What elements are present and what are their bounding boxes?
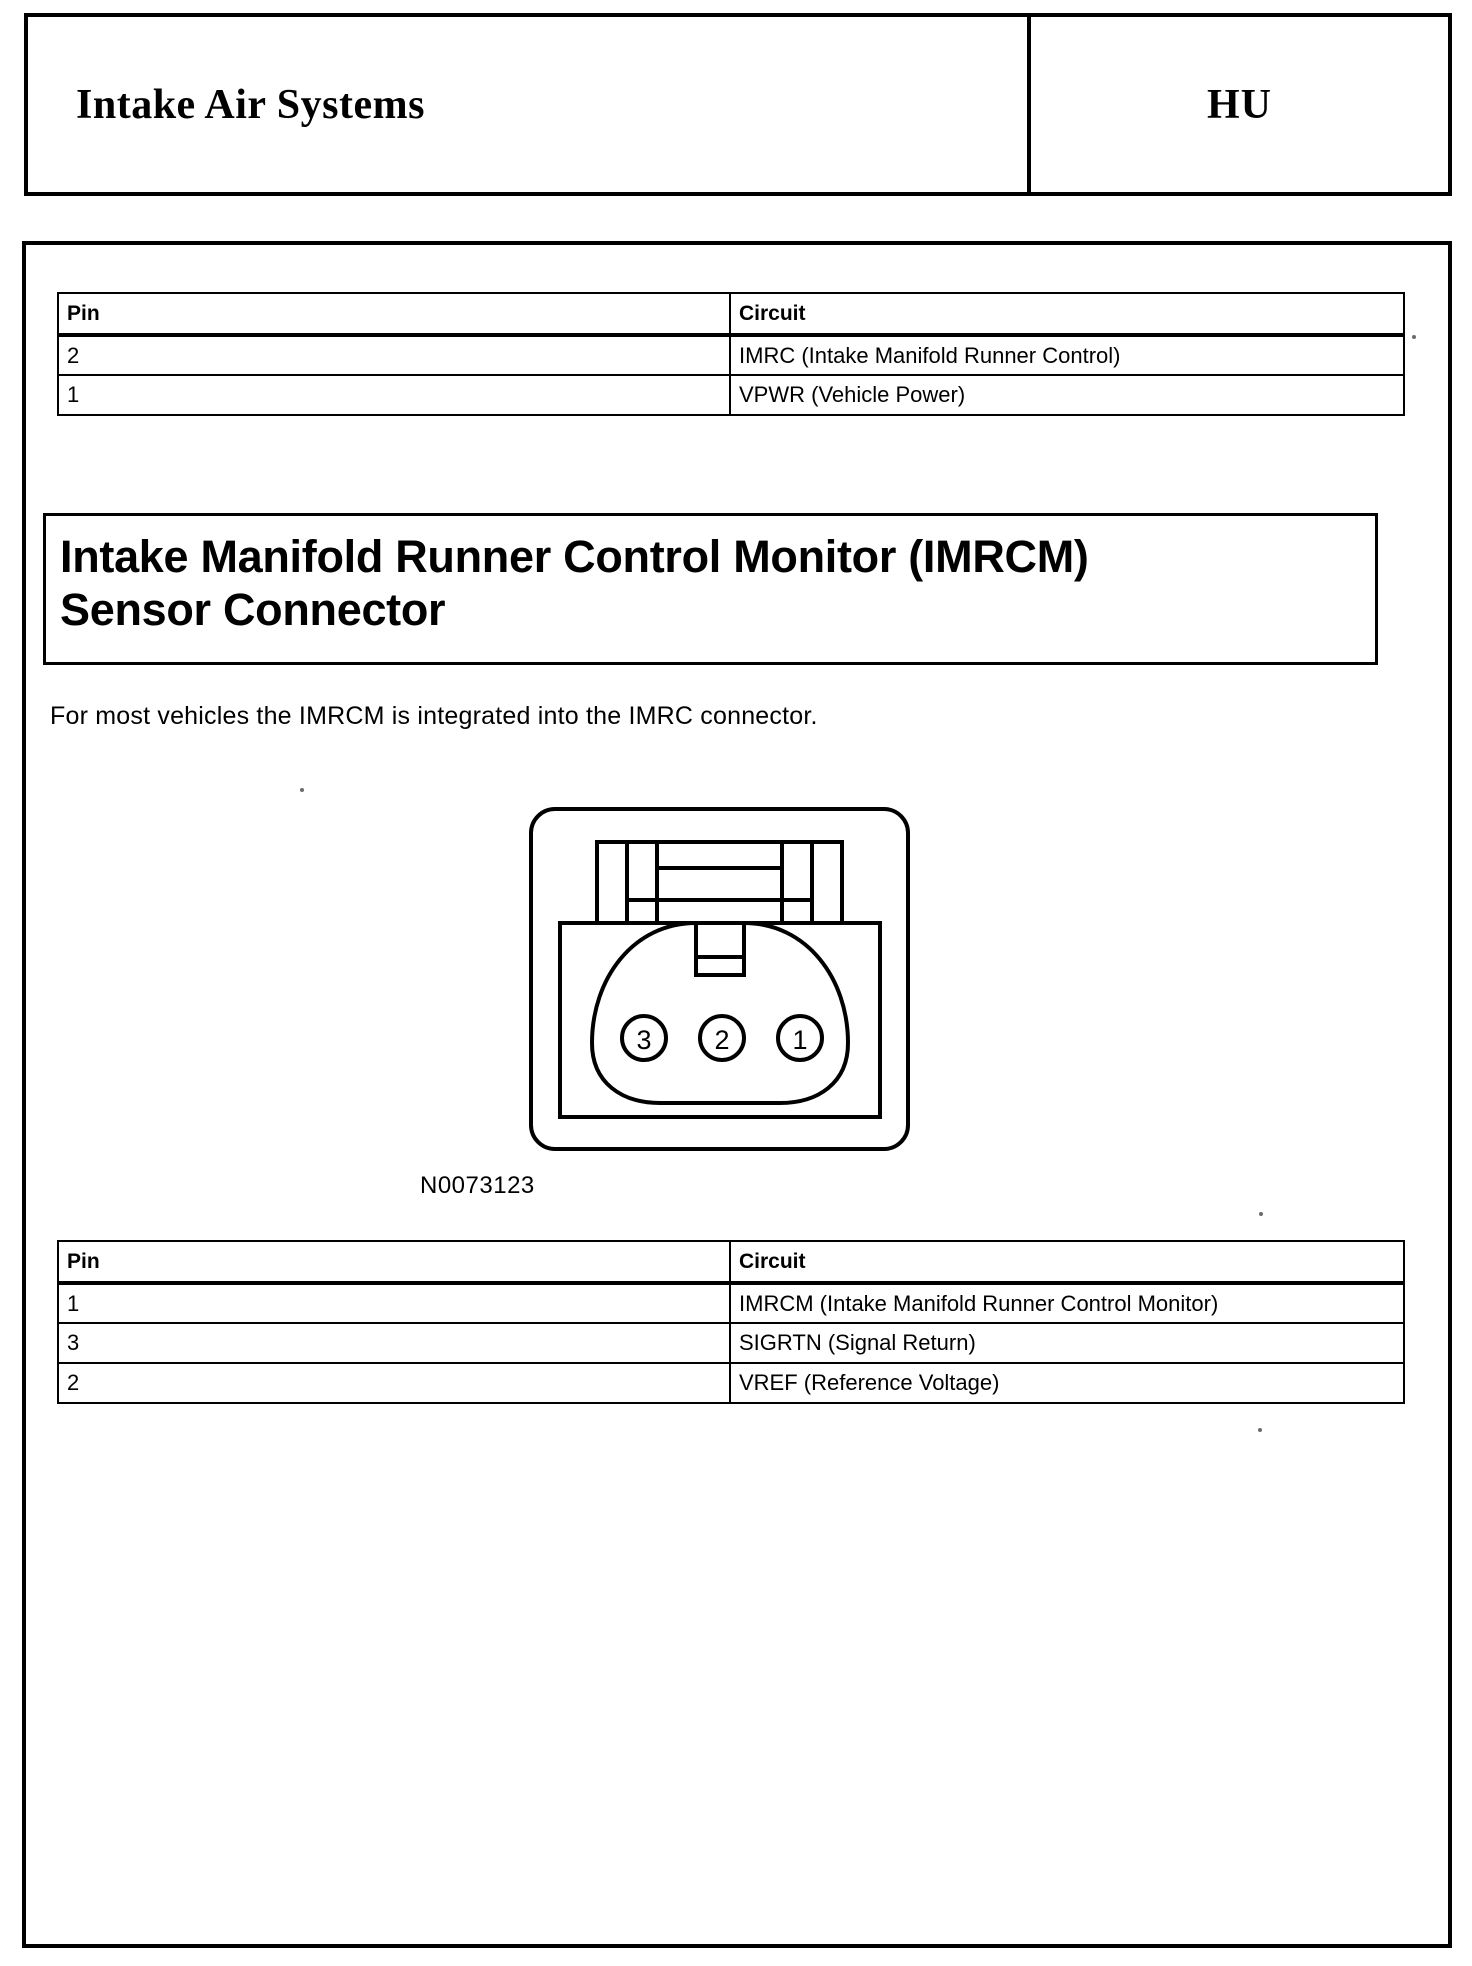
table-row: 3 SIGRTN (Signal Return) [57, 1322, 1405, 1364]
section-heading-line-1: Intake Manifold Runner Control Monitor (… [60, 531, 1089, 582]
table-header-row: Pin Circuit [57, 292, 1405, 337]
header-title-cell: Intake Air Systems [28, 17, 1031, 192]
table-row: 1 VPWR (Vehicle Power) [57, 374, 1405, 416]
section-heading-line-2: Sensor Connector [60, 584, 446, 636]
cell-pin: 1 [57, 1282, 731, 1324]
section-code-badge: HU [1207, 81, 1272, 128]
imrc-pin-table: Pin Circuit 2 IMRC (Intake Manifold Runn… [57, 292, 1405, 416]
cell-pin: 2 [57, 334, 731, 376]
pin-number-1: 1 [792, 1025, 807, 1055]
column-header-circuit: Circuit [729, 1240, 1405, 1285]
cell-pin: 3 [57, 1322, 731, 1364]
cell-pin: 1 [57, 374, 731, 416]
page-title: Intake Air Systems [76, 81, 425, 128]
cell-circuit: IMRCM (Intake Manifold Runner Control Mo… [729, 1282, 1405, 1324]
pin-circle-1 [776, 1014, 824, 1062]
connector-diagram: 3 2 1 [500, 790, 940, 1170]
cell-circuit: IMRC (Intake Manifold Runner Control) [729, 334, 1405, 376]
connector-illustration: 3 2 1 [529, 807, 910, 1151]
center-keyway-tab [694, 921, 746, 977]
imrcm-pin-table: Pin Circuit 1 IMRCM (Intake Manifold Run… [57, 1240, 1405, 1404]
table-header-row: Pin Circuit [57, 1240, 1405, 1285]
scan-speckle [1259, 1212, 1263, 1216]
pin-cavity [589, 921, 851, 1105]
table-row: 2 VREF (Reference Voltage) [57, 1362, 1405, 1404]
figure-part-number: N0073123 [420, 1172, 535, 1199]
section-note-text: For most vehicles the IMRCM is integrate… [50, 702, 818, 730]
pin-number-3: 3 [636, 1025, 651, 1055]
table-row: 1 IMRCM (Intake Manifold Runner Control … [57, 1282, 1405, 1324]
column-header-pin: Pin [57, 1240, 731, 1285]
column-header-pin: Pin [57, 292, 731, 337]
header-code-cell: HU [1031, 17, 1448, 192]
pin-circle-2 [698, 1014, 746, 1062]
latch-block-outer [595, 840, 844, 925]
pin-number-2: 2 [714, 1025, 729, 1055]
scan-speckle [1412, 335, 1416, 339]
pin-circle-3 [620, 1014, 668, 1062]
cell-pin: 2 [57, 1362, 731, 1404]
page-header: Intake Air Systems HU [24, 13, 1452, 196]
scan-speckle [1258, 1428, 1262, 1432]
column-header-circuit: Circuit [729, 292, 1405, 337]
content-frame [22, 241, 1452, 1948]
connector-outer-shell [529, 807, 910, 1151]
cell-circuit: VREF (Reference Voltage) [729, 1362, 1405, 1404]
scan-speckle [300, 788, 304, 792]
table-row: 2 IMRC (Intake Manifold Runner Control) [57, 334, 1405, 376]
cell-circuit: SIGRTN (Signal Return) [729, 1322, 1405, 1364]
cell-circuit: VPWR (Vehicle Power) [729, 374, 1405, 416]
section-heading-box: Intake Manifold Runner Control Monitor (… [43, 513, 1378, 665]
